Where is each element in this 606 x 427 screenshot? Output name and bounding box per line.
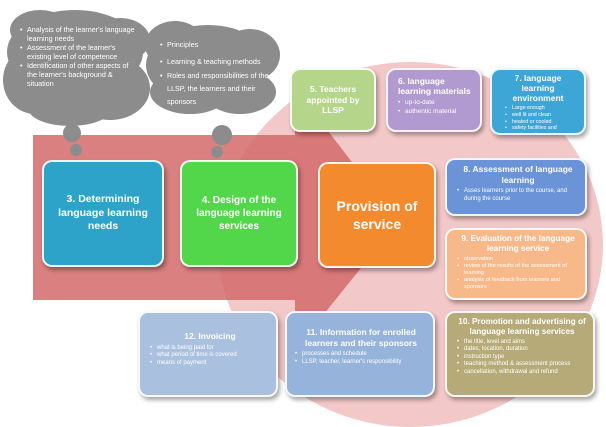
step-8-item: Asses learners prior to the course, and … xyxy=(457,188,579,203)
step-11-box: 11. Information for enrolled learners an… xyxy=(285,311,435,397)
cloud-right: Principles Learning & teaching methods R… xyxy=(160,37,272,109)
step-12-list: what is being paid for what period of ti… xyxy=(150,345,270,368)
step-9-item: observation xyxy=(457,256,579,263)
step-8-title: 8. Assessment of language learning xyxy=(463,164,573,185)
step-5-box: 5. Teachers appointed by LLSP xyxy=(290,68,376,132)
cloud-left-item: Analysis of the learner's language learn… xyxy=(20,25,138,43)
step-8-box: 8. Assessment of language learning Asses… xyxy=(445,158,587,216)
step-12-item: what period of time is covered xyxy=(150,352,270,360)
cloud-right-item: Roles and responsibilities of the LLSP, … xyxy=(160,70,272,109)
step-10-item: instruction type xyxy=(457,354,587,362)
step-11-list: processes and schedule LLSP, teacher, le… xyxy=(295,351,427,366)
step-9-title: 9. Evaluation of the language learning s… xyxy=(461,234,575,253)
step-10-list: the title, level and aims dates, locatio… xyxy=(457,339,587,377)
step-9-box: 9. Evaluation of the language learning s… xyxy=(445,228,587,300)
cloud-left-list: Analysis of the learner's language learn… xyxy=(20,25,138,88)
step-7-item: well lit and clean xyxy=(505,112,579,119)
step-3-box: 3. Determining language learning needs xyxy=(42,160,164,267)
step-9-item: analysis of feedback from learners and s… xyxy=(457,277,579,291)
provision-title: Provision of service xyxy=(336,197,418,232)
step-12-item: what is being paid for xyxy=(150,345,270,353)
step-7-box: 7. language learning environment Large e… xyxy=(490,68,586,135)
step-3-title: 3. Determining language learning needs xyxy=(58,193,148,233)
step-7-item: safety facilities and equipment xyxy=(505,125,579,133)
step-10-box: 10. Promotion and advertising of languag… xyxy=(445,311,595,397)
step-10-title: 10. Promotion and advertising of languag… xyxy=(458,317,586,336)
step-6-item: up-to-date xyxy=(398,99,474,107)
cloud-right-item: Learning & teaching methods xyxy=(160,54,272,71)
step-6-title: 6. language learning materials xyxy=(398,76,471,97)
step-7-item: Large enough xyxy=(505,105,579,112)
cloud-right-list: Principles Learning & teaching methods R… xyxy=(160,37,272,109)
cloud-left: Analysis of the learner's language learn… xyxy=(20,25,138,88)
step-12-item: means of payment xyxy=(150,360,270,368)
step-9-list: observation review of the results of the… xyxy=(457,256,579,291)
step-6-list: up-to-date authentic material xyxy=(398,99,474,115)
step-6-item: authentic material xyxy=(398,108,474,116)
step-12-title: 12. Invoicing xyxy=(184,331,236,341)
step-11-title: 11. Information for enrolled learners an… xyxy=(305,327,417,348)
step-6-box: 6. language learning materials up-to-dat… xyxy=(386,68,482,132)
step-7-item: heated or cooled xyxy=(505,119,579,126)
cloud-right-item: Principles xyxy=(160,37,272,54)
cloud-left-item: Identification of other aspects of the l… xyxy=(20,61,138,88)
step-7-title: 7. language learning environment xyxy=(512,73,564,103)
step-8-list: Asses learners prior to the course, and … xyxy=(457,188,579,203)
cloud-left-item: Assessment of the learner's existing lev… xyxy=(20,43,138,61)
provision-box: Provision of service xyxy=(318,162,436,268)
step-7-list: Large enough well lit and clean heated o… xyxy=(505,105,579,133)
step-4-title: 4. Design of the language learning servi… xyxy=(196,195,282,232)
step-10-item: teaching method & assessment process xyxy=(457,361,587,369)
step-12-box: 12. Invoicing what is being paid for wha… xyxy=(138,311,278,397)
step-10-item: dates, location, duration xyxy=(457,346,587,354)
step-10-item: cancellation, withdrawal and refund xyxy=(457,369,587,377)
step-4-box: 4. Design of the language learning servi… xyxy=(180,160,298,267)
step-5-title: 5. Teachers appointed by LLSP xyxy=(306,84,360,116)
step-11-item: LLSP, teacher, learner's responsibility xyxy=(295,359,427,367)
step-9-item: review of the results of the assessment … xyxy=(457,263,579,277)
step-11-item: processes and schedule xyxy=(295,351,427,359)
step-10-item: the title, level and aims xyxy=(457,339,587,347)
